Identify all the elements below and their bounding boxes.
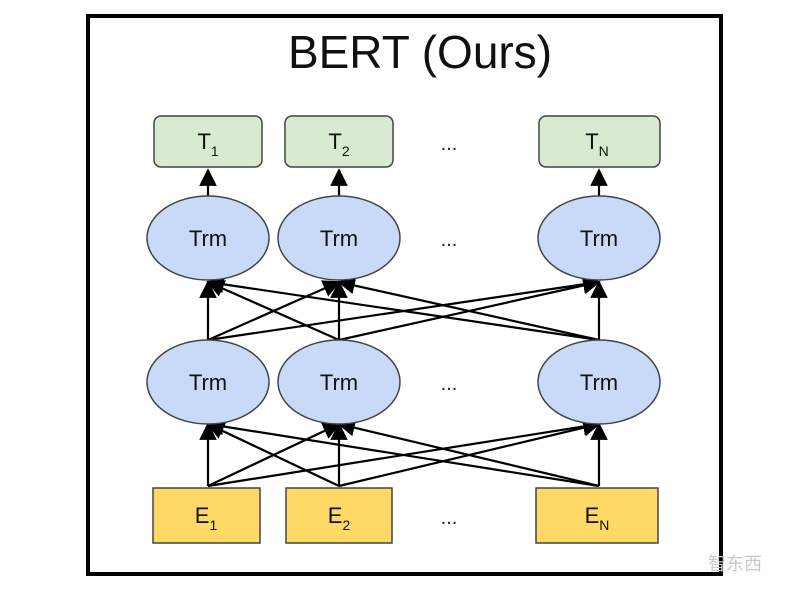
trm-node-bottom-2: Trm <box>277 339 401 425</box>
output-label-sub: N <box>599 143 609 159</box>
output-box-t1: T1 <box>153 115 263 168</box>
svg-text:E1: E1 <box>195 503 218 533</box>
trm-top-ellipsis: ... <box>441 229 458 251</box>
svg-text:TN: TN <box>585 129 609 159</box>
arrow-mid-2-1 <box>206 280 340 342</box>
trm-label: Trm <box>189 370 227 395</box>
input-label-sub: 1 <box>209 517 217 533</box>
svg-text:EN: EN <box>585 503 610 533</box>
output-label-main: T <box>197 129 210 154</box>
trm-label: Trm <box>320 370 358 395</box>
input-label-sub: N <box>599 517 609 533</box>
svg-text:T1: T1 <box>197 129 218 159</box>
output-box-t2: T2 <box>284 115 394 168</box>
diagram-frame <box>86 14 723 576</box>
input-label-main: E <box>195 503 210 528</box>
output-label-main: T <box>328 129 341 154</box>
output-label-sub: 1 <box>211 143 219 159</box>
input-label-main: E <box>328 503 343 528</box>
svg-text:E2: E2 <box>328 503 351 533</box>
input-ellipsis: ... <box>441 507 458 529</box>
trm-bottom-ellipsis: ... <box>441 373 458 395</box>
output-row: T1 T2 ... TN <box>153 115 661 168</box>
output-label-main: T <box>585 129 598 154</box>
input-box-e1: E1 <box>152 487 261 544</box>
watermark-logo: 智东西 <box>708 554 762 575</box>
trm-label: Trm <box>580 226 618 251</box>
input-box-e2: E2 <box>285 487 393 544</box>
trm-row-bottom: Trm Trm ... Trm <box>146 339 661 425</box>
arrow-bot-2-1 <box>206 422 340 487</box>
input-label-sub: 2 <box>342 517 350 533</box>
input-row: E1 E2 ... EN <box>152 487 659 544</box>
arrow-bot-3-2 <box>337 419 600 488</box>
input-label-main: E <box>585 503 600 528</box>
output-label-sub: 2 <box>342 143 350 159</box>
trm-row-top: Trm Trm ... Trm <box>146 195 661 281</box>
trm-node-top-2: Trm <box>277 195 401 281</box>
connection-arrows <box>199 168 608 488</box>
trm-node-top-1: Trm <box>146 195 270 281</box>
trm-label: Trm <box>189 226 227 251</box>
trm-label: Trm <box>580 370 618 395</box>
trm-node-top-n: Trm <box>537 195 661 281</box>
arrow-mid-3-1 <box>206 275 600 342</box>
trm-node-bottom-n: Trm <box>537 339 661 425</box>
input-box-en: EN <box>535 487 659 544</box>
trm-node-bottom-1: Trm <box>146 339 270 425</box>
output-box-tn: TN <box>538 115 661 168</box>
svg-text:T2: T2 <box>328 129 349 159</box>
arrow-bot-3-1 <box>206 417 600 488</box>
output-ellipsis: ... <box>441 133 458 155</box>
arrow-mid-3-2 <box>337 276 600 342</box>
trm-label: Trm <box>320 226 358 251</box>
diagram-title: BERT (Ours) <box>288 26 552 78</box>
